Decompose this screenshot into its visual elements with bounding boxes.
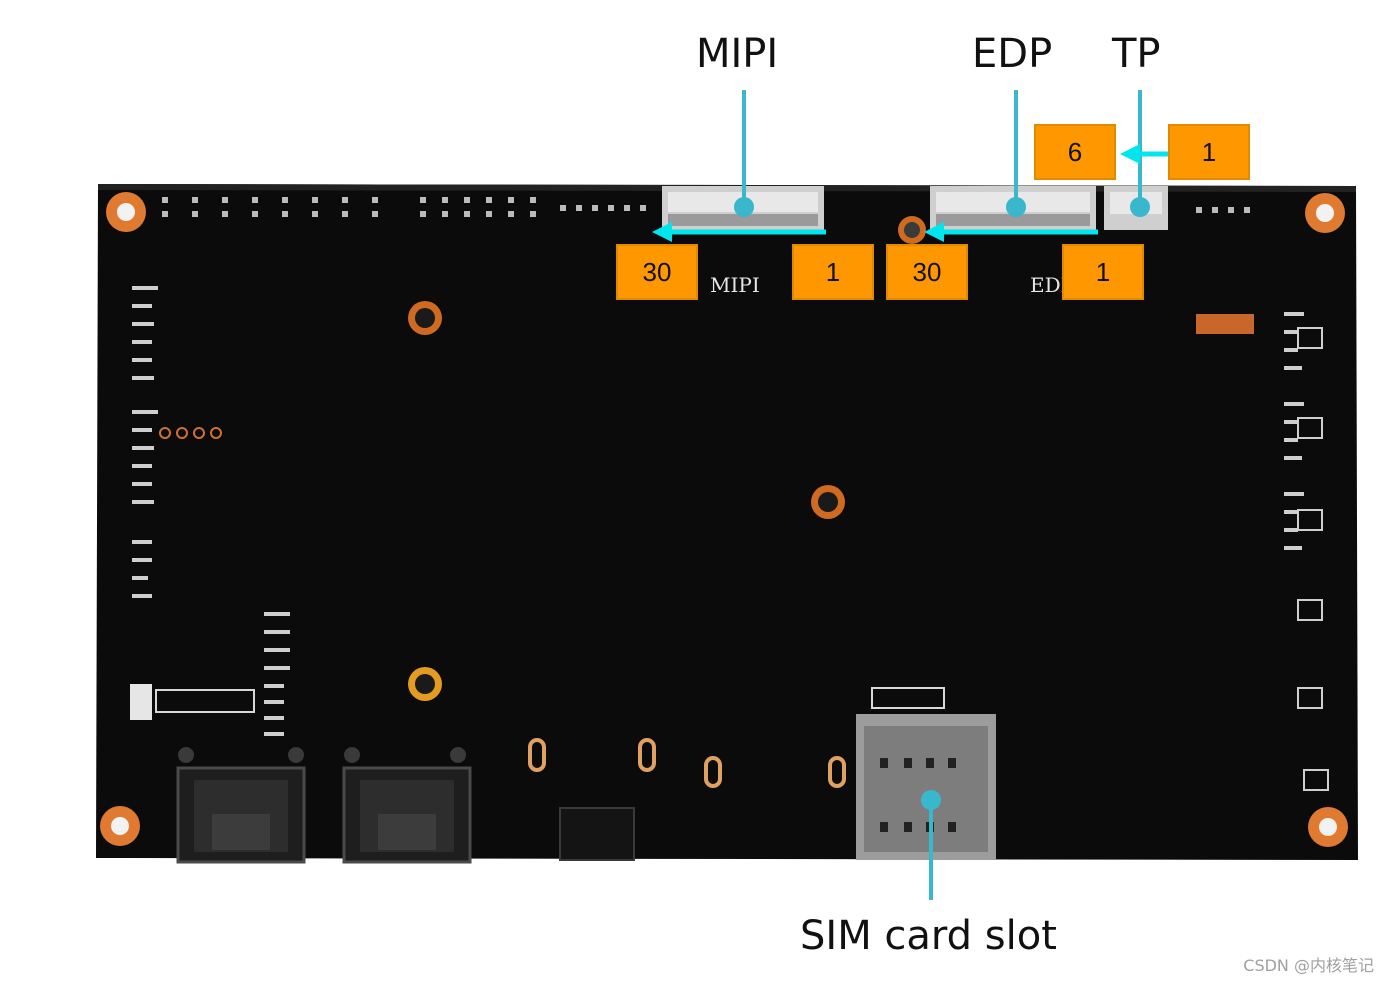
board-label-mipi: MIPI bbox=[710, 273, 760, 297]
header-pin bbox=[530, 211, 536, 217]
callout-tp: TP bbox=[1112, 31, 1161, 77]
tp-pin1-box: 1 bbox=[1168, 124, 1250, 180]
standoff-hole bbox=[811, 485, 845, 519]
header-pin bbox=[592, 205, 598, 211]
header-pin bbox=[222, 197, 228, 203]
header-pin bbox=[162, 197, 168, 203]
header-pin bbox=[640, 205, 646, 211]
header-pin bbox=[252, 197, 258, 203]
pointer-dots bbox=[734, 197, 1150, 810]
tp-pin6-box: 6 bbox=[1034, 124, 1116, 180]
pad-row bbox=[159, 427, 222, 439]
header-pin bbox=[1212, 207, 1218, 213]
mipi-pin30-box: 30 bbox=[616, 244, 698, 300]
mounting-hole-top-left bbox=[106, 192, 146, 232]
header-pin bbox=[486, 211, 492, 217]
header-pin bbox=[372, 197, 378, 203]
header-pin bbox=[464, 211, 470, 217]
rj45-jack-1 bbox=[176, 766, 306, 864]
pin-order-arrows bbox=[652, 144, 1168, 242]
mounting-hole-bottom-right bbox=[1308, 807, 1348, 847]
standoff-hole bbox=[408, 301, 442, 335]
mounting-hole-top-right bbox=[1305, 193, 1345, 233]
header-pin bbox=[312, 211, 318, 217]
header-pin bbox=[530, 197, 536, 203]
header-pin bbox=[624, 205, 630, 211]
header-pin bbox=[420, 211, 426, 217]
header-pin bbox=[442, 197, 448, 203]
standoff-hole bbox=[408, 667, 442, 701]
mounting-hole-bottom-left bbox=[100, 806, 140, 846]
header-pin bbox=[222, 211, 228, 217]
header-pin bbox=[192, 197, 198, 203]
header-pin bbox=[508, 197, 514, 203]
header-pin bbox=[420, 197, 426, 203]
rj45-jack-2 bbox=[342, 766, 472, 864]
header-pin bbox=[560, 205, 566, 211]
header-pin bbox=[192, 211, 198, 217]
header-pin bbox=[608, 205, 614, 211]
pin-header-top bbox=[162, 197, 1250, 217]
header-pin bbox=[1228, 207, 1234, 213]
pointer-lines bbox=[742, 90, 1142, 900]
power-ic bbox=[559, 807, 635, 861]
callout-sim-card-slot: SIM card slot bbox=[800, 913, 1057, 959]
header-pin bbox=[1196, 207, 1202, 213]
header-pin bbox=[312, 197, 318, 203]
header-pin bbox=[252, 211, 258, 217]
header-pin bbox=[576, 205, 582, 211]
edp-pin30-box: 30 bbox=[886, 244, 968, 300]
header-pin bbox=[162, 211, 168, 217]
smd-component bbox=[1196, 314, 1254, 334]
silkscreen-markings bbox=[132, 286, 1304, 736]
header-pin bbox=[282, 211, 288, 217]
header-pin bbox=[342, 197, 348, 203]
pin-header-bottom-left bbox=[130, 684, 255, 720]
header-pin bbox=[508, 211, 514, 217]
oval-pads bbox=[528, 738, 846, 788]
header-pin bbox=[372, 211, 378, 217]
standoff-hole bbox=[898, 216, 926, 244]
header-pin bbox=[442, 211, 448, 217]
right-connector-blocks bbox=[1297, 327, 1329, 791]
header-pin bbox=[1244, 207, 1250, 213]
header-pin bbox=[486, 197, 492, 203]
callout-edp: EDP bbox=[972, 31, 1053, 77]
watermark: CSDN @内核笔记 bbox=[1243, 956, 1374, 975]
edp-pin1-box: 1 bbox=[1062, 244, 1144, 300]
callout-mipi: MIPI bbox=[696, 31, 779, 77]
header-pin bbox=[282, 197, 288, 203]
header-pin bbox=[342, 211, 348, 217]
header-pin bbox=[464, 197, 470, 203]
mounting-hole-small bbox=[178, 747, 466, 763]
mipi-pin1-box: 1 bbox=[792, 244, 874, 300]
